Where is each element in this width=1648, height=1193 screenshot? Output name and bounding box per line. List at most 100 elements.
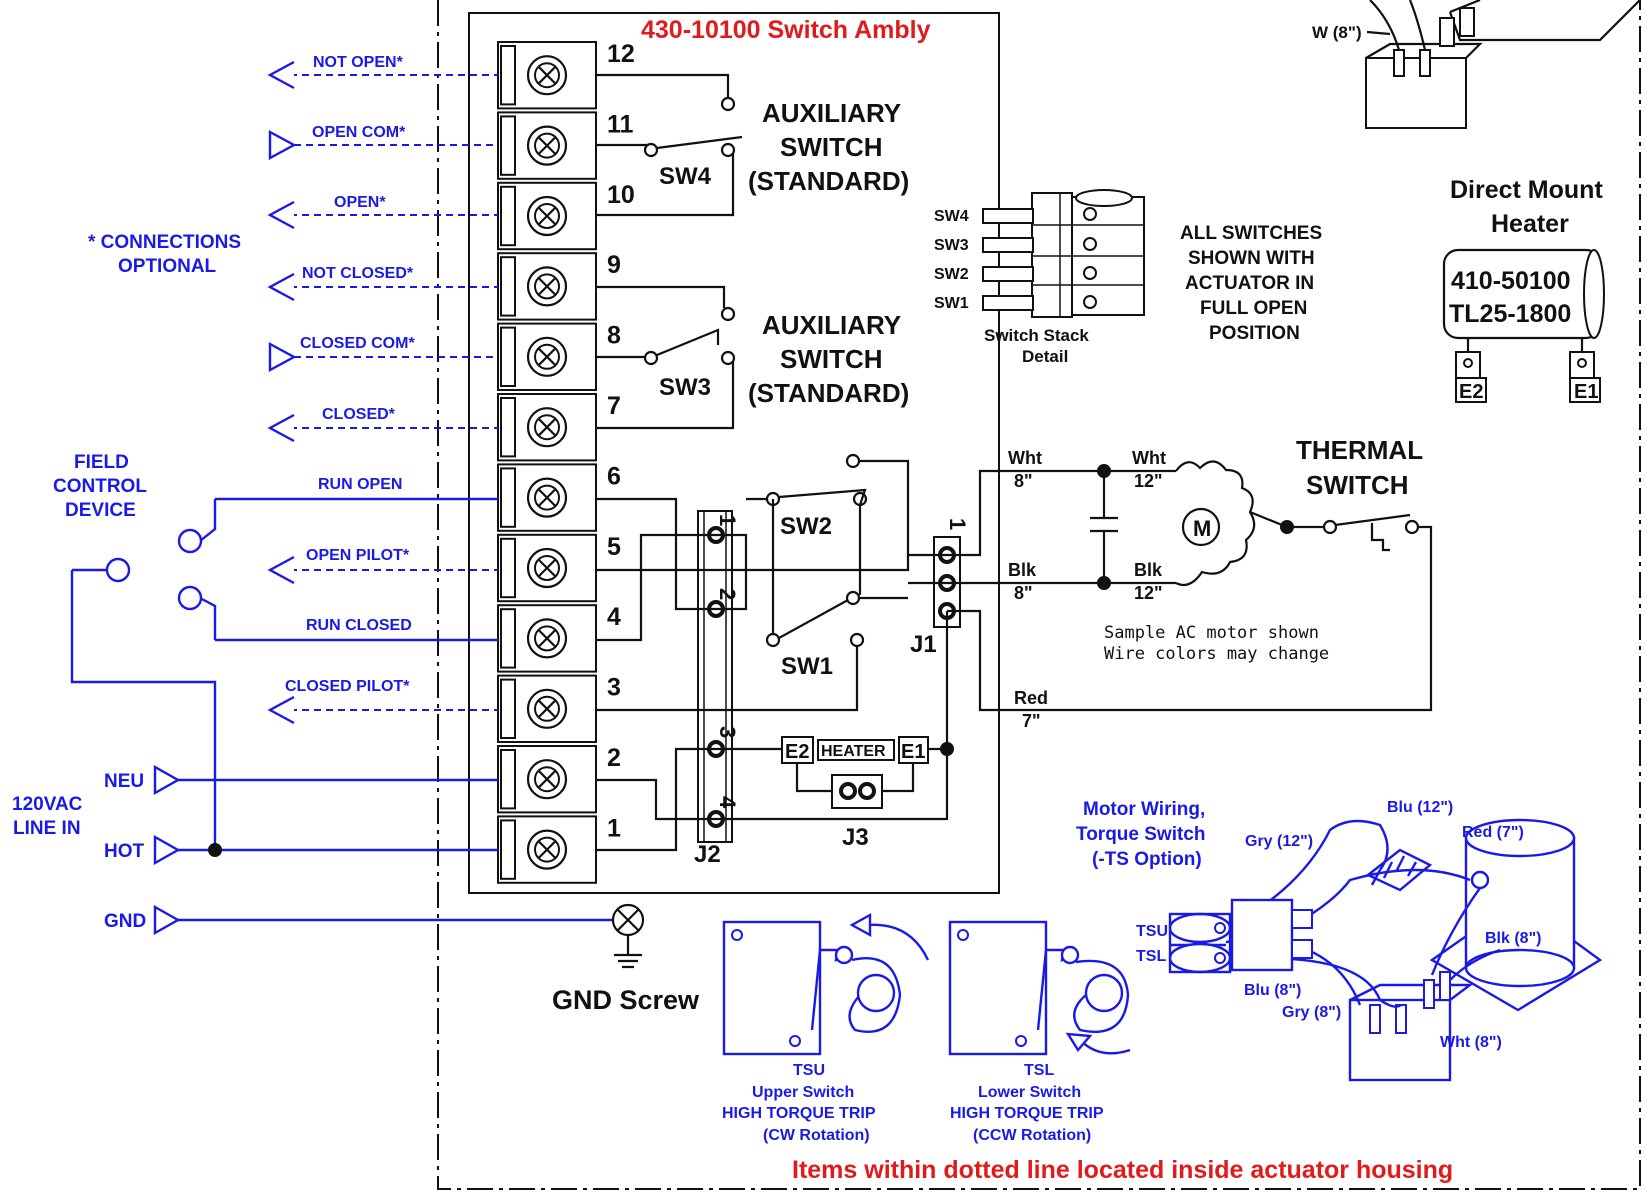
terminal-4: 4 [497,603,621,673]
hot-label: HOT [104,841,145,862]
terminal-6: 6 [497,462,621,532]
wire-wht-len: 8" [1014,471,1033,491]
j1-label: J1 [910,631,937,658]
stack-sw2: SW2 [934,266,969,283]
terminal-number: 3 [607,674,621,702]
mw-blu12: Blu (12") [1387,799,1453,816]
aux-switch-2-line3: (STANDARD) [748,378,909,408]
terminal-number: 1 [607,814,621,842]
terminal-number: 6 [607,462,621,490]
terminal-2: 2 [497,744,621,814]
sig-open-com: OPEN COM* [312,124,406,141]
terminal-5: 5 [497,533,621,603]
sig-closed-com: CLOSED COM* [300,335,415,352]
tsu-caption-1: TSU [793,1062,825,1079]
tsl-caption-4: (CCW Rotation) [973,1127,1091,1144]
heater-block-label: HEATER [821,743,886,760]
heater-e1: E1 [1574,381,1598,403]
tsl-switch [948,920,1131,1056]
mw-gry12: Gry (12") [1245,833,1313,850]
terminal-11: 11 [497,110,634,180]
sw4-label: SW4 [659,163,712,190]
heater-e2-label: E2 [785,741,809,763]
heater-label-box [817,739,895,761]
sig-closed: CLOSED* [322,406,396,423]
sample-note-line1: Sample AC motor shown [1104,623,1319,643]
terminal-9: 9 [497,251,621,321]
terminal-number: 4 [607,603,621,631]
wire-blk2-len: 12" [1134,583,1163,603]
optional-note-2: OPTIONAL [118,256,217,277]
gnd-screw [611,903,645,969]
stack-sw4: SW4 [934,208,969,225]
motor-wiring-title-2: Torque Switch [1076,824,1205,845]
terminal-8: 8 [497,322,621,392]
terminal-number: 5 [607,533,621,561]
mw-tsl: TSL [1136,948,1166,965]
wire-red-label: Red [1014,688,1048,708]
heater-e1-label: E1 [901,741,925,763]
stack-caption-1: Switch Stack [984,326,1089,345]
aux-switch-wiring [596,73,743,430]
direct-mount-heater [1442,248,1605,403]
heater-title-2: Heater [1491,210,1569,238]
tsl-caption-2: Lower Switch [978,1084,1081,1101]
note-line4: FULL OPEN [1200,298,1307,319]
sw1-label: SW1 [781,653,833,680]
sig-not-open: NOT OPEN* [313,54,404,71]
terminal-7: 7 [497,392,621,462]
sw3-label: SW3 [659,374,711,401]
aux-switch-1-line1: AUXILIARY [762,98,901,128]
aux-switch-1-line3: (STANDARD) [748,166,909,196]
thermal-switch-line1: THERMAL [1296,435,1423,465]
mw-wht8: Wht (8") [1440,1034,1502,1051]
wire-wht-label: Wht [1008,448,1042,468]
terminal-12: 12 [497,40,635,110]
j2-connector [697,510,733,843]
fcd-line1: FIELD [74,452,129,473]
ts-motor-illustration [1168,818,1603,1082]
aux-switch-2-line2: SWITCH [780,344,883,374]
assembly-title: 430-10100 Switch Ambly [641,16,931,44]
neu-label: NEU [104,771,144,792]
mw-red7: Red (7") [1462,824,1524,841]
j2-pin2-label: 2 [715,588,740,600]
terminal-3: 3 [497,674,621,743]
optional-note-1: * CONNECTIONS [88,232,241,253]
sw1-sw2-wiring [596,453,910,712]
line-in-1: 120VAC [12,794,83,815]
aux-switch-2-line1: AUXILIARY [762,310,901,340]
gnd-screw-label: GND Screw [552,985,700,1015]
note-line1: ALL SWITCHES [1180,223,1322,244]
wire-blk-len: 8" [1014,583,1033,603]
tsu-caption-4: (CW Rotation) [763,1127,870,1144]
stack-sw1: SW1 [934,295,969,312]
stack-caption-2: Detail [1022,347,1068,366]
sig-run-open: RUN OPEN [318,476,402,493]
motor-wiring-title-1: Motor Wiring, [1083,799,1205,820]
wire-blk2-label: Blk [1134,560,1163,580]
j3-label: J3 [842,824,869,851]
gnd-label: GND [104,911,146,932]
j1-pin1-label: 1 [945,518,970,530]
motor-circuit [947,460,1433,712]
j2-pin4-label: 4 [715,796,740,809]
sw2-label: SW2 [780,513,832,540]
terminal-number: 10 [607,181,635,209]
fcd-line3: DEVICE [65,500,136,521]
tsu-switch [722,912,930,1056]
sig-open: OPEN* [334,194,386,211]
terminal-1: 1 [497,814,621,884]
heater-title-1: Direct Mount [1450,176,1603,204]
wire-wht2-label: Wht [1132,448,1166,468]
field-wiring [70,60,628,936]
terminal-number: 8 [607,322,621,350]
housing-boundary [437,0,1641,1190]
heater-e2-box [781,736,814,764]
terminal-number: 11 [607,110,634,138]
note-line3: ACTUATOR IN [1185,273,1314,294]
sig-run-closed: RUN CLOSED [306,617,412,634]
tsu-caption-2: Upper Switch [752,1084,854,1101]
